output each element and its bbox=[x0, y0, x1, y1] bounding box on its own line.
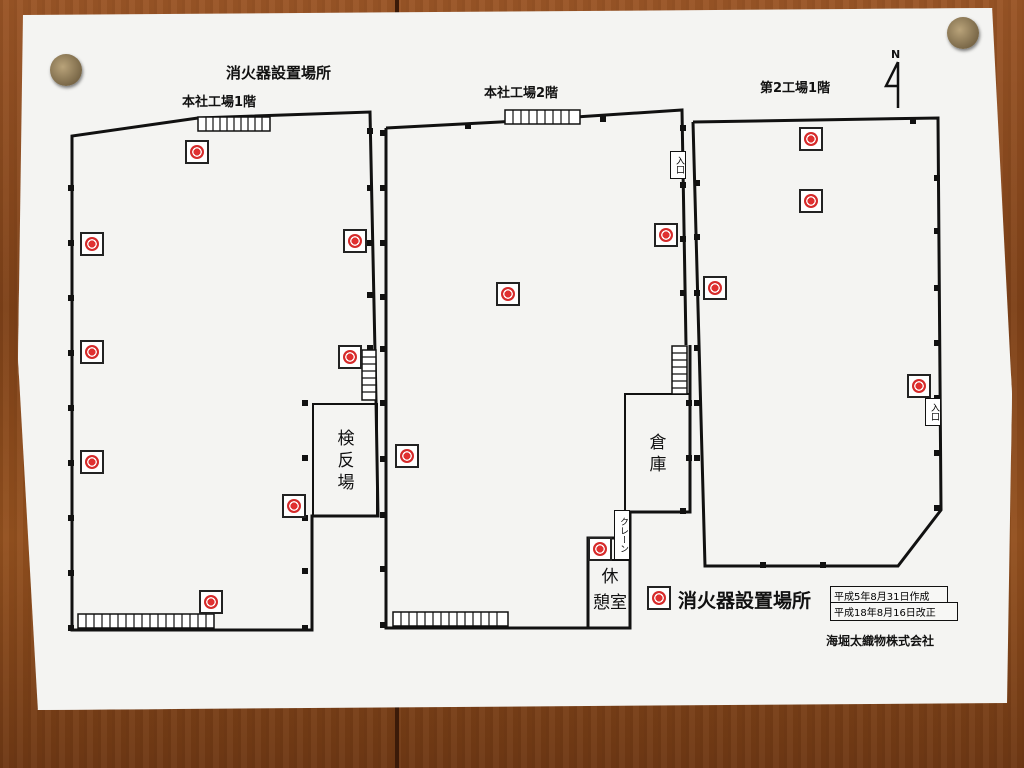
building-1-outline bbox=[197, 110, 378, 401]
building-2-outline bbox=[385, 108, 688, 346]
building-label: 第2工場1階 bbox=[760, 81, 831, 96]
extinguisher-marker-icon bbox=[80, 340, 104, 364]
building-3-outline bbox=[691, 116, 943, 568]
room-label-line: 場 bbox=[337, 473, 355, 493]
table-seam bbox=[395, 0, 399, 20]
building-label: 本社工場1階 bbox=[182, 95, 257, 110]
warehouse-label: 倉 庫 bbox=[642, 432, 674, 476]
inspection-room bbox=[312, 403, 378, 517]
legend-extinguisher-icon bbox=[647, 586, 671, 610]
building-2-outline bbox=[384, 128, 588, 630]
extinguisher-marker-icon bbox=[185, 140, 209, 164]
room-label-line: 反 bbox=[337, 451, 355, 471]
inspection-room-label: 検 反 場 bbox=[330, 428, 362, 494]
stairs bbox=[671, 345, 688, 395]
extinguisher-marker-icon bbox=[799, 127, 823, 151]
building-1-outline bbox=[70, 116, 214, 632]
extinguisher-marker-icon bbox=[799, 189, 823, 213]
stairs bbox=[77, 613, 215, 629]
room-label-line: 憩室 bbox=[593, 593, 627, 613]
pushpin-icon bbox=[947, 17, 979, 49]
stairs bbox=[392, 611, 509, 627]
extinguisher-marker-icon bbox=[199, 590, 223, 614]
room-label-line: 休 bbox=[601, 567, 619, 587]
north-label: N bbox=[891, 48, 901, 61]
extinguisher-marker-icon bbox=[654, 223, 678, 247]
room-label-line: 庫 bbox=[649, 455, 667, 475]
company-name: 海堀太織物株式会社 bbox=[826, 634, 935, 648]
extinguisher-marker-icon bbox=[703, 276, 727, 300]
extinguisher-marker-icon bbox=[907, 374, 931, 398]
north-arrow-icon bbox=[883, 61, 900, 108]
warehouse-room bbox=[624, 393, 691, 513]
pushpin-icon bbox=[50, 54, 82, 86]
revised-date: 平成18年8月16日改正 bbox=[830, 602, 958, 621]
extinguisher-marker-icon bbox=[496, 282, 520, 306]
extinguisher-marker-icon bbox=[338, 345, 362, 369]
table-seam bbox=[395, 706, 399, 768]
rest-room-label: 休 憩室 bbox=[592, 564, 628, 616]
crane-label: クレーン bbox=[614, 510, 630, 560]
room-label-line: 検 bbox=[337, 429, 355, 449]
entrance-label: 入口 bbox=[925, 398, 941, 426]
extinguisher-marker-icon bbox=[588, 537, 612, 561]
entrance-label: 入口 bbox=[670, 151, 686, 179]
stairs bbox=[361, 349, 377, 401]
extinguisher-marker-icon bbox=[343, 229, 367, 253]
extinguisher-marker-icon bbox=[80, 232, 104, 256]
extinguisher-marker-icon bbox=[80, 450, 104, 474]
extinguisher-marker-icon bbox=[282, 494, 306, 518]
legend-label: 消火器設置場所 bbox=[678, 590, 812, 612]
room-label-line: 倉 bbox=[649, 433, 667, 453]
page-title: 消火器設置場所 bbox=[226, 64, 332, 82]
extinguisher-marker-icon bbox=[395, 444, 419, 468]
building-label: 本社工場2階 bbox=[484, 86, 559, 101]
